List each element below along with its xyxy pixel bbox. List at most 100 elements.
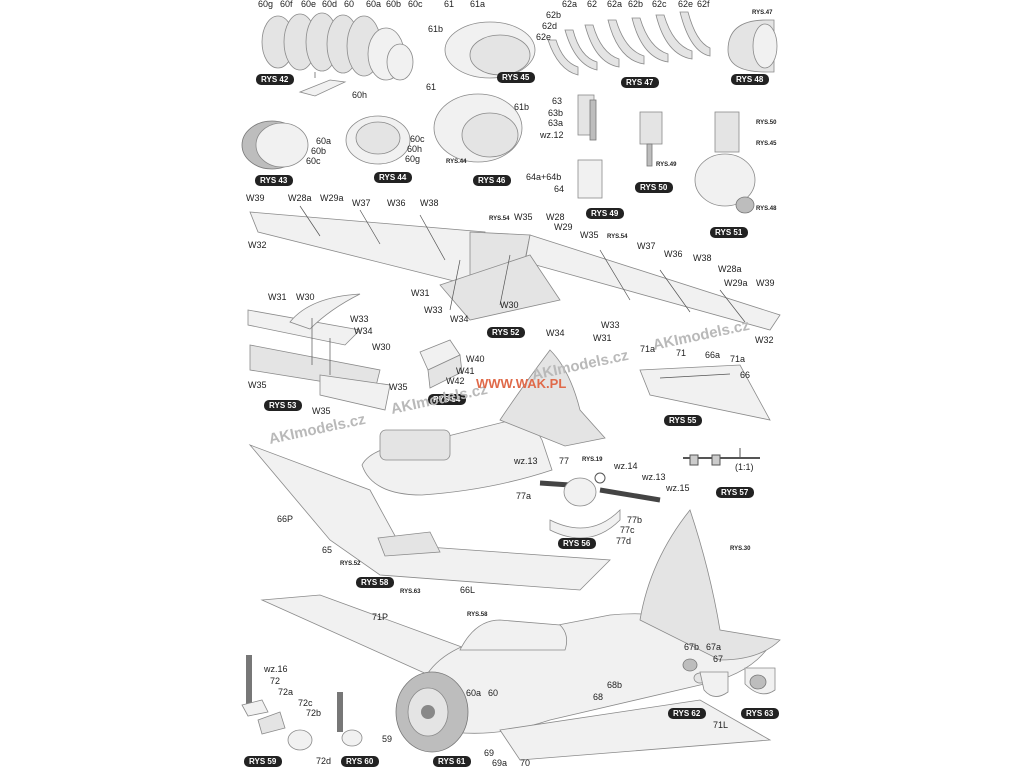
badge-rys60: RYS 60 [341,756,379,767]
badge-rys61: RYS 61 [433,756,471,767]
label-60c-rys43: 60c [306,156,321,166]
fig-rys60-gear [337,692,363,747]
label-63a: 63a [548,118,563,128]
badge-rys59: RYS 59 [244,756,282,767]
fig-rys47-cowling-segments [547,11,711,76]
label-60a: 60a [366,0,381,9]
fig-rys43-cowling [241,120,309,170]
fig-rys45-cowling [444,21,536,79]
badge-rys45: RYS 45 [497,72,535,83]
svg-text:RYS 54: RYS 54 [433,395,461,404]
fig-rys57-gun-detail [683,448,760,466]
label-72a: 72a [278,687,293,697]
label-W35: W35 [514,212,533,222]
label-61b: 61b [428,24,443,34]
label-62: 62 [587,0,597,9]
badge-rys54: RYS 54 [428,394,466,405]
label-67a: 67a [706,642,721,652]
label-60: 60 [344,0,354,9]
label-72d: 72d [316,756,331,766]
label-60-rys61: 60 [488,688,498,698]
label-66P: 66P [277,514,293,524]
label-60g-rys44: 60g [405,154,420,164]
label-W29: W29 [554,222,573,232]
label-60d: 60d [322,0,337,9]
fig-rys53-wing-section [247,293,391,411]
label-62b: 62b [628,0,643,9]
badge-rys57: RYS 57 [716,487,754,498]
label-62e-left: 62e [536,32,551,42]
fig-rys54-bracket [419,339,463,389]
badge-rys43: RYS 43 [255,175,293,186]
badge-rys52: RYS 52 [487,327,525,338]
label-W31-rys53: W31 [268,292,287,302]
watermark-brand-4: AKImodels.cz [651,317,751,354]
label-71L: 71L [713,720,728,730]
svg-text:RYS 49: RYS 49 [591,209,619,218]
svg-text:RYS 45: RYS 45 [502,73,530,82]
label-60e: 60e [301,0,316,9]
label-W29a: W29a [320,193,344,203]
label-wz13: wz.13 [513,456,538,466]
label-W32b: W32 [755,335,774,345]
label-68: 68 [593,692,603,702]
svg-text:RYS 53: RYS 53 [269,401,297,410]
fig-rys56-gun [539,472,661,539]
badge-rys62: RYS 62 [668,708,706,719]
label-71: 71 [676,348,686,358]
label-W30-rys53: W30 [296,292,315,302]
label-W39: W39 [246,193,265,203]
label-62b-left: 62b [546,10,561,20]
label-W30-rys53b: W30 [372,342,391,352]
label-W35-rys53b: W35 [389,382,408,392]
ref-rys52: RYS.52 [340,561,361,567]
label-62f: 62f [697,0,710,9]
label-W34-rys53: W34 [354,326,373,336]
label-W34b: W34 [546,328,565,338]
label-wz16: wz.16 [263,664,288,674]
fig-rys62-fairing [682,658,729,697]
label-60b: 60b [386,0,401,9]
label-W41: W41 [456,366,475,376]
svg-text:RYS 51: RYS 51 [715,228,743,237]
svg-text:RYS 63: RYS 63 [746,709,774,718]
badge-rys56: RYS 56 [558,538,596,549]
label-62d: 62d [542,21,557,31]
ref-rys30: RYS.30 [730,546,751,552]
label-W35-rys53c: W35 [312,406,331,416]
label-W28: W28 [546,212,565,222]
label-60a-rys43: 60a [316,136,331,146]
label-67b: 67b [684,642,699,652]
label-62c: 62c [652,0,667,9]
label-W35b: W35 [580,230,599,240]
fig-rys48-cowling-assembly [727,19,778,73]
label-W28a: W28a [288,193,312,203]
badge-rys63: RYS 63 [741,708,779,719]
label-64: 64 [554,184,564,194]
svg-text:RYS 43: RYS 43 [260,176,288,185]
label-60h-rys44: 60h [407,144,422,154]
label-61: 61 [444,0,454,9]
label-W32: W32 [248,240,267,250]
label-72b: 72b [306,708,321,718]
svg-text:RYS 48: RYS 48 [736,75,764,84]
svg-text:RYS 59: RYS 59 [249,757,277,766]
ref-rys63: RYS.63 [400,589,421,595]
fig-rys55-aileron [639,364,771,421]
badge-rys55: RYS 55 [664,415,702,426]
badge-rys42: RYS 42 [256,74,294,85]
label-60f: 60f [280,0,293,9]
ref-rys58: RYS.58 [467,612,488,618]
svg-text:RYS 47: RYS 47 [626,78,654,87]
label-77b: 77b [627,515,642,525]
label-W34: W34 [450,314,469,324]
fig-rys63-fairing [744,667,776,695]
badge-rys48: RYS 48 [731,74,769,85]
svg-text:RYS 46: RYS 46 [478,176,506,185]
label-W31: W31 [411,288,430,298]
label-67: 67 [713,654,723,664]
label-scale: (1:1) [735,462,754,472]
label-70: 70 [520,758,530,768]
label-62e: 62e [678,0,693,9]
label-W37: W37 [352,198,371,208]
